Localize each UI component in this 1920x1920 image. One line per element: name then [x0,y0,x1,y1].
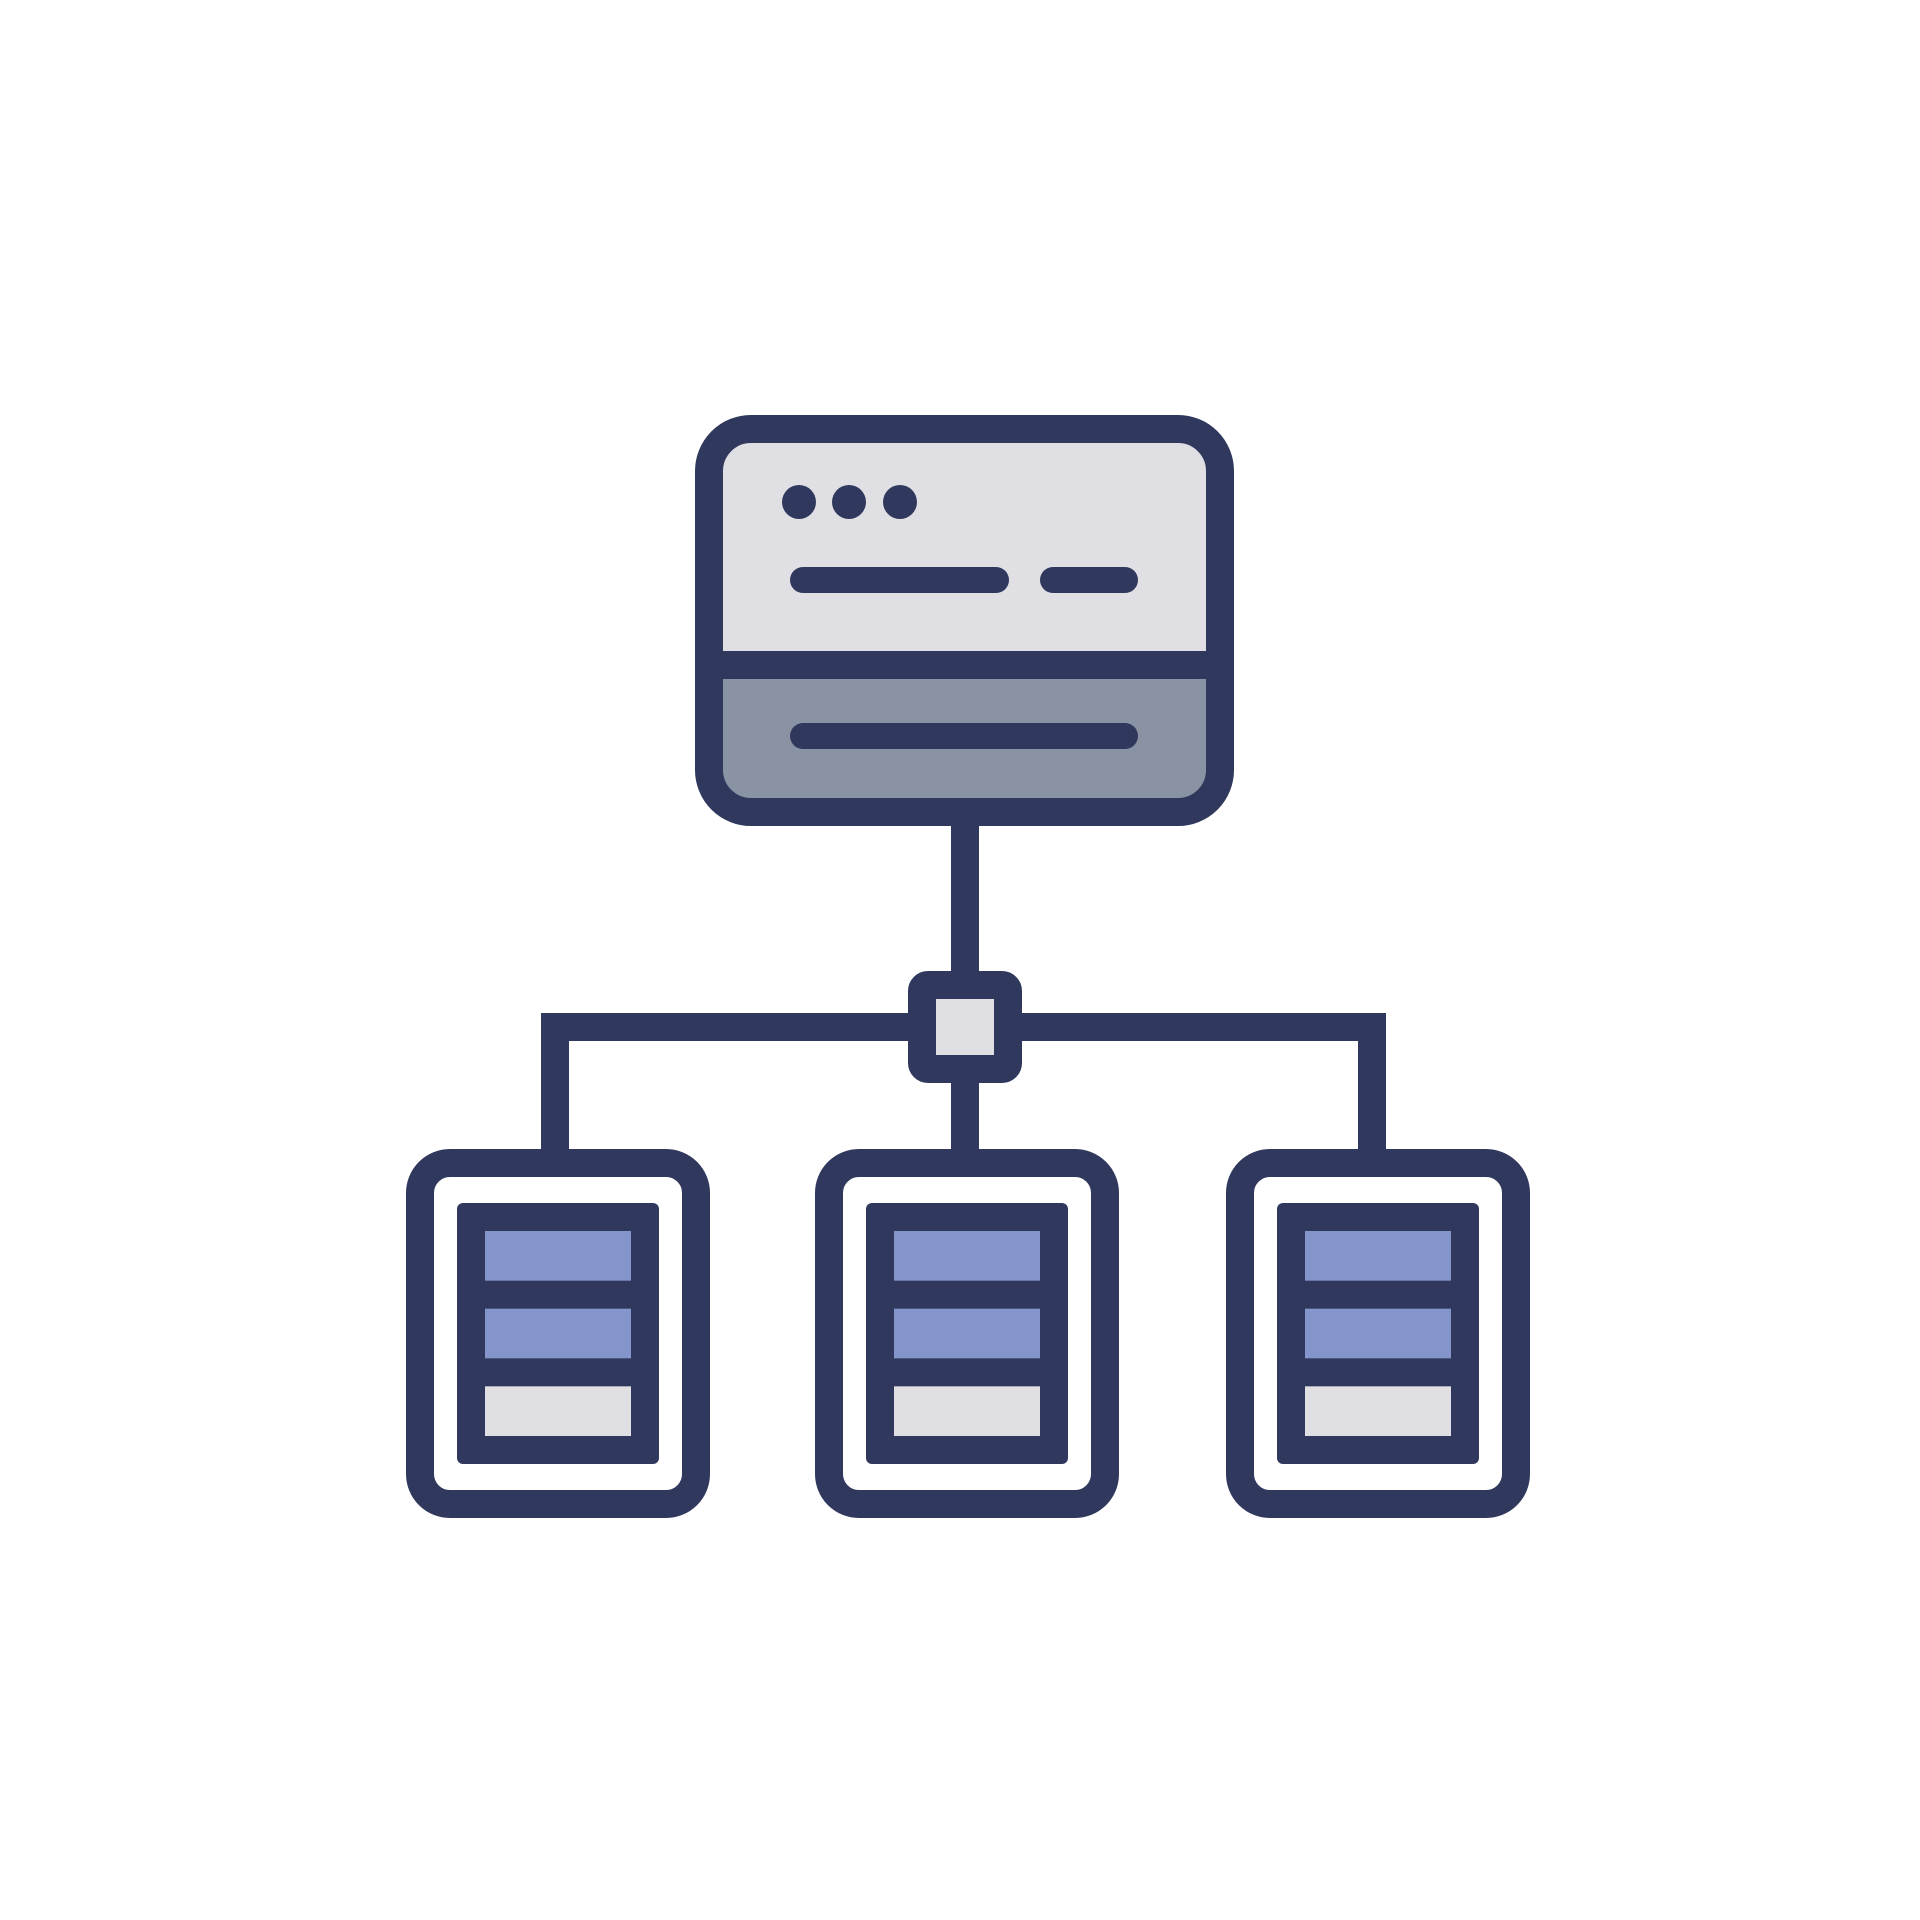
child-rack-row [485,1308,631,1359]
child-rack-row [894,1308,1040,1359]
child-rack-row [1305,1386,1451,1436]
status-dot-icon [832,485,866,519]
child-rack-row [894,1231,1040,1281]
child-rack-row [894,1386,1040,1436]
database-server-icon [406,1149,710,1518]
child-rack-row [1305,1308,1451,1359]
connector-lines [541,825,1386,1163]
root-server-window [695,415,1234,826]
root-top-panel [709,429,1220,669]
status-dot-icon [782,485,816,519]
child-rack-row [485,1231,631,1281]
connector-hub-to-left [541,1013,922,1163]
root-window-frame [695,415,1234,826]
network-hub-box [908,971,1022,1083]
status-dot-icon [883,485,917,519]
child-rack-row [485,1386,631,1436]
connector-hub-to-right [1008,1013,1386,1163]
child-rack-row [1305,1231,1451,1281]
database-server-icon [815,1149,1119,1518]
database-server-icon [1226,1149,1530,1518]
child-servers [406,1149,1530,1518]
